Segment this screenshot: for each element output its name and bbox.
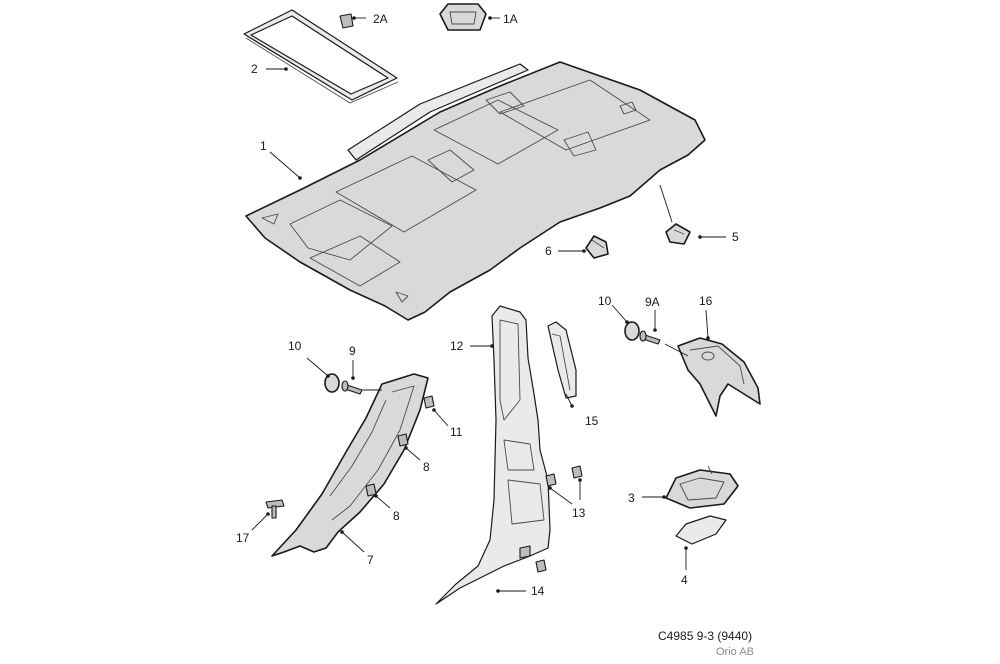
clip-14-part [535,559,547,573]
callout-10-left: 10 [288,339,302,353]
callout-11: 11 [450,425,463,439]
callout-16: 16 [699,294,713,308]
screw-9a-part [639,330,661,345]
diagram-code: C4985 9-3 (9440) [658,629,753,643]
callout-9a: 9A [645,295,660,309]
callout-5: 5 [732,230,739,244]
brand-label: Orio AB [716,646,754,658]
clip-8-lower-part [365,483,377,497]
sunroof-seal-part [243,9,399,104]
callout-15: 15 [585,414,599,428]
callout-labels: 2A 1A 2 1 5 6 10 9A 16 12 15 10 9 11 8 8… [236,12,739,598]
clip-6-part [585,235,609,259]
lens-4-part [675,515,727,545]
callout-3: 3 [628,491,635,505]
callout-6: 6 [545,244,552,258]
leader-lines [251,16,726,593]
cover-10-left-part [324,373,340,393]
interior-light-3-part [665,465,739,509]
callout-12: 12 [450,339,464,353]
clips-13-part [545,465,583,487]
clip-5-part [665,223,691,245]
pillar-trim-7-part [271,373,429,557]
callout-14: 14 [531,584,545,598]
handle-cover-15-part [547,321,577,399]
callout-17: 17 [236,531,250,545]
callout-1: 1 [260,139,267,153]
callout-7: 7 [367,553,374,567]
handle-base-1a-part [439,3,487,31]
cover-10-right-part [624,321,640,341]
screw-9-part [341,380,363,395]
callout-2a: 2A [373,12,388,26]
clip-2a-part [339,13,354,29]
callout-4: 4 [681,573,688,587]
callout-13: 13 [572,506,586,520]
callout-8-upper: 8 [423,460,430,474]
trim-panel-16-part [677,337,761,417]
clip-11-part [423,395,435,409]
callout-10-right: 10 [598,294,612,308]
stud-17-part [265,499,285,519]
callout-2: 2 [251,62,258,76]
clip-8-upper-part [397,433,409,447]
callout-8-lower: 8 [393,509,400,523]
headliner-part [245,61,706,321]
callout-1a: 1A [503,12,518,26]
pillar-trim-12-part [435,305,551,605]
callout-9: 9 [349,344,356,358]
